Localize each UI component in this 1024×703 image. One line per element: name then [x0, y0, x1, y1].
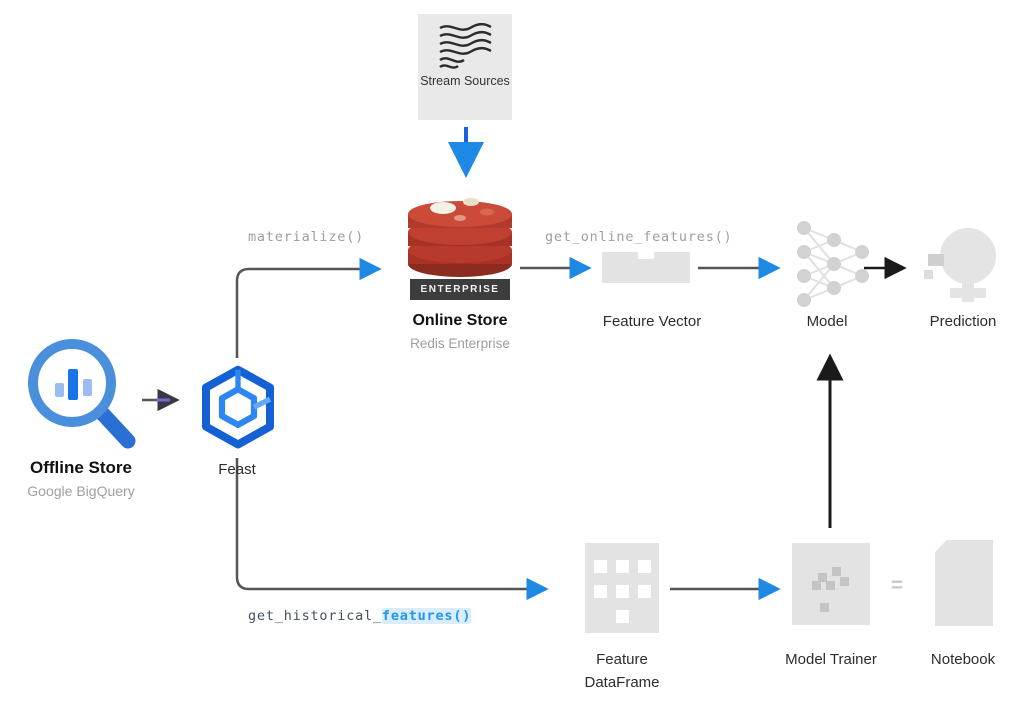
bigquery-magnifier-icon: [18, 333, 142, 457]
crystal-ball-icon: [918, 218, 1008, 310]
online-store-label: Online Store: [412, 312, 508, 329]
trainer-code-icon: [792, 543, 870, 625]
feast-label: Feast: [218, 461, 256, 478]
get-historical-features-edge-label: get_historical_features(): [248, 608, 472, 624]
feature-vector-label: Feature Vector: [602, 313, 702, 330]
equals-connector: =: [890, 574, 904, 597]
enterprise-badge-label: ENTERPRISE: [420, 284, 500, 295]
edge-feast-to-feature-dataframe: [235, 425, 549, 601]
get-historical-features-suffix: features(): [381, 608, 472, 624]
notebook-label: Notebook: [930, 651, 996, 668]
edge-feast-to-online-store: [235, 257, 382, 425]
feast-cube-icon: [202, 365, 274, 449]
feast-node: [194, 358, 282, 458]
materialize-edge-label: materialize(): [248, 229, 365, 245]
redis-database-stack-icon: [403, 188, 517, 280]
model-trainer-label: Model Trainer: [785, 651, 877, 668]
online-store-sublabel: Redis Enterprise: [410, 336, 510, 351]
dataframe-grid-icon: [585, 543, 659, 633]
get-historical-features-prefix: get_historical_: [248, 608, 382, 624]
enterprise-badge: ENTERPRISE: [410, 279, 510, 300]
feature-dataframe-label: Feature DataFrame: [584, 651, 660, 692]
vector-strip-notch: [638, 252, 654, 259]
prediction-label: Prediction: [929, 313, 997, 330]
get-online-features-edge-label: get_online_features(): [545, 229, 733, 245]
document-icon: [935, 540, 993, 626]
waves-icon: [439, 23, 492, 69]
stream-sources-label: Stream Sources: [420, 74, 510, 88]
stream-sources-node: Stream Sources: [418, 14, 512, 120]
offline-store-label: Offline Store: [29, 458, 132, 477]
neural-network-icon: [794, 216, 878, 312]
offline-store-sublabel: Google BigQuery: [27, 483, 135, 499]
vector-strip-icon: [602, 252, 690, 283]
model-label: Model: [806, 313, 848, 330]
